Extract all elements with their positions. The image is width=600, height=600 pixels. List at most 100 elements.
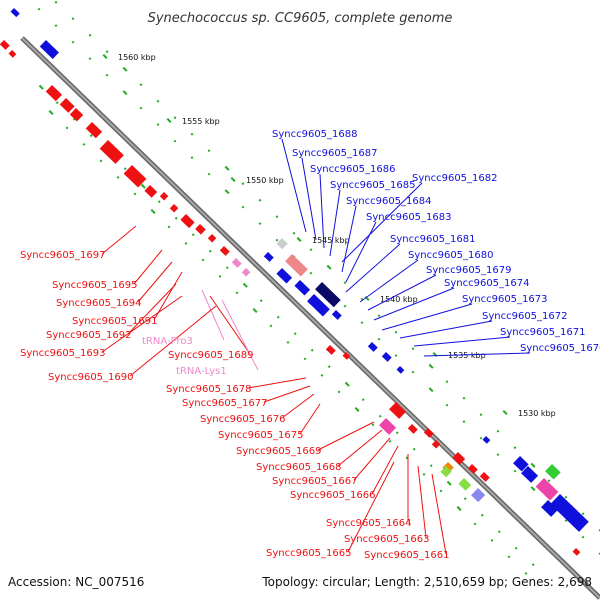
gene-feature-4: [45, 85, 63, 102]
gene-feature-30: [325, 345, 336, 355]
reverse-label-line: [353, 437, 391, 481]
forward-label-line: [367, 274, 437, 311]
tick-dot: [258, 198, 262, 202]
tick-dot: [446, 480, 452, 486]
tick-dot: [252, 307, 258, 313]
tick-dot: [377, 337, 381, 341]
tick-dot: [71, 40, 75, 44]
tick-dot: [259, 299, 263, 303]
forward-gene-label: Syncc9605_1671: [500, 327, 586, 338]
reverse-label-line: [127, 283, 177, 335]
gene-feature-37: [452, 452, 466, 465]
reverse-gene-label: Syncc9605_1668: [256, 462, 342, 473]
tick-dot: [581, 535, 585, 539]
gene-feature-49: [541, 500, 559, 517]
tick-dot: [286, 340, 290, 344]
tick-major: [296, 237, 302, 242]
tick-dot: [337, 390, 341, 394]
reverse-gene-label: Syncc9605_1694: [56, 298, 142, 309]
tick-major: [102, 53, 108, 59]
tick-dot: [37, 7, 41, 11]
reverse-gene-label: Syncc9605_1664: [326, 518, 412, 529]
tick-dot: [99, 159, 103, 163]
tick-dot: [190, 132, 194, 136]
tick-dot: [167, 225, 171, 229]
tick-dot: [422, 473, 426, 476]
forward-label-line: [413, 336, 511, 347]
tick-dot: [207, 172, 211, 176]
reverse-gene-label: Syncc9605_1689: [168, 350, 254, 361]
forward-label-line: [345, 243, 401, 293]
tick-label: 1530 kbp: [518, 409, 556, 418]
tick-dot: [513, 469, 517, 473]
tick-dot: [218, 275, 222, 278]
tick-dot: [156, 123, 160, 127]
tick-dot: [38, 84, 44, 90]
tick-dot: [445, 380, 449, 384]
tick-dot: [191, 233, 195, 237]
gene-feature-40: [458, 478, 472, 491]
forward-label-line: [359, 259, 419, 303]
reverse-label-line: [221, 299, 259, 371]
tick-dot: [156, 99, 160, 103]
gene-feature-6: [69, 108, 84, 122]
gene-feature-11: [159, 192, 169, 201]
tick-dot: [88, 33, 92, 37]
tick-dot: [462, 396, 466, 400]
gene-feature-50: [482, 435, 491, 444]
reverse-gene-label: Syncc9605_1666: [290, 490, 376, 501]
trna-gene-label: tRNA-Lys1: [176, 366, 227, 377]
tick-label: 1540 kbp: [380, 295, 418, 304]
reverse-gene-label: Syncc9605_1697: [20, 250, 106, 261]
gene-feature-8: [99, 140, 124, 164]
tick-dot: [462, 420, 466, 424]
tick-dot: [371, 423, 375, 427]
tick-dot: [598, 552, 600, 556]
gene-feature-25: [315, 281, 341, 308]
tick-dot: [344, 381, 350, 387]
gene-feature-12: [169, 204, 179, 213]
gene-feature-10: [144, 185, 158, 198]
tick-dot: [439, 489, 443, 493]
tick-dot: [507, 555, 511, 559]
reverse-label-line: [133, 249, 163, 285]
tick-dot: [276, 315, 280, 319]
reverse-label-line: [337, 429, 383, 467]
gene-labels: Syncc9605_1688Syncc9605_1687Syncc9605_16…: [20, 129, 600, 561]
tick-dot: [139, 106, 143, 110]
tick-dot: [497, 530, 501, 534]
gene-feature-41: [471, 488, 486, 503]
tick-major: [230, 177, 236, 182]
gene-feature-19: [276, 237, 288, 250]
forward-gene-label: Syncc9605_1687: [292, 148, 378, 159]
gene-feature-20: [263, 252, 274, 262]
gene-feature-42: [467, 463, 478, 474]
reverse-gene-label: Syncc9605_1667: [272, 476, 358, 487]
tick-dot: [360, 321, 364, 325]
tick-dot: [258, 222, 262, 226]
gene-feature-18: [241, 268, 251, 277]
tick-dot: [496, 453, 500, 457]
map-title: Synechococcus sp. CC9605, complete genom…: [148, 11, 453, 26]
tick-dot: [456, 505, 462, 511]
tick-dot: [224, 165, 230, 171]
forward-gene-label: Syncc9605_1679: [426, 265, 512, 276]
tick-dot: [445, 403, 449, 407]
reverse-label-line: [347, 461, 395, 553]
tick-dot: [429, 464, 433, 468]
forward-gene-label: Syncc9605_1674: [444, 278, 530, 289]
reverse-label-line: [281, 393, 315, 419]
tick-dot: [327, 365, 331, 369]
tick-dot: [133, 192, 137, 196]
forward-label-line: [341, 205, 357, 273]
tick-dot: [122, 90, 128, 96]
gene-feature-39: [440, 465, 452, 478]
tick-dot: [309, 248, 313, 252]
tick-dot: [275, 238, 279, 242]
gene-feature-24: [307, 294, 330, 317]
gene-feature-28: [381, 352, 392, 362]
gene-feature-1: [10, 8, 20, 18]
tick-dot: [496, 429, 500, 433]
tick-dot: [531, 563, 535, 567]
